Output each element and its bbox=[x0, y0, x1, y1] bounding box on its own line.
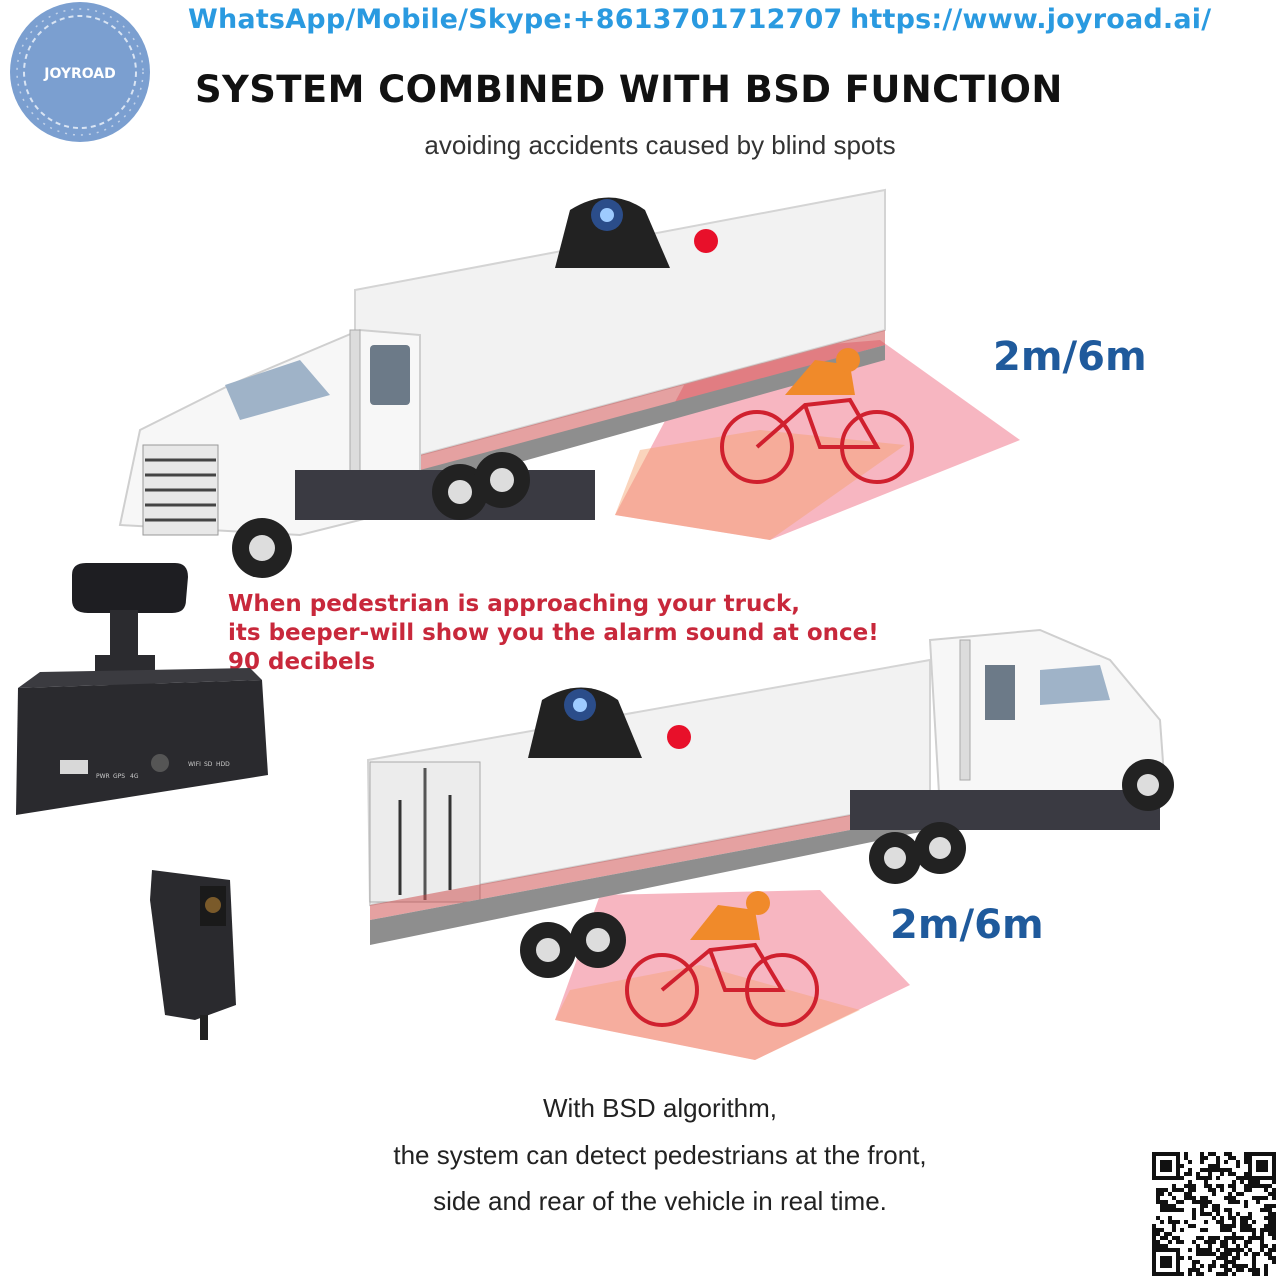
dvr-label-wifi: WIFI bbox=[188, 761, 201, 768]
alert-line-2: its beeper-will show you the alarm sound… bbox=[228, 620, 879, 646]
alert-line-1: When pedestrian is approaching your truc… bbox=[228, 591, 800, 617]
top-distance-label: 2m/6m bbox=[993, 334, 1147, 380]
top-red-dot bbox=[694, 229, 718, 253]
bottom-detection-zone bbox=[555, 890, 910, 1060]
mobile-dvr-device: PWR GPS 4G WIFI SD HDD bbox=[16, 668, 268, 815]
joyroad-logo: JOYROAD bbox=[10, 2, 150, 142]
logo-text: JOYROAD bbox=[43, 66, 116, 82]
dvr-label-gps: GPS bbox=[113, 773, 125, 780]
bottom-distance-label: 2m/6m bbox=[890, 902, 1044, 948]
alert-text: When pedestrian is approaching your truc… bbox=[228, 590, 879, 677]
footer-line-1: With BSD algorithm, bbox=[542, 1093, 778, 1123]
website-link[interactable]: https://www.joyroad.ai/ bbox=[850, 4, 1212, 35]
bottom-wheels bbox=[520, 759, 1174, 978]
top-cyclist bbox=[720, 397, 914, 484]
contact-phone: WhatsApp/Mobile/Skype:+8613701712707 bbox=[188, 4, 843, 35]
top-grille bbox=[142, 444, 219, 536]
dvr-label-sd: SD bbox=[204, 761, 213, 768]
page-title: SYSTEM COMBINED WITH BSD FUNCTION bbox=[195, 68, 1063, 111]
dvr-label-4g: 4G bbox=[130, 773, 139, 780]
bottom-red-dot bbox=[667, 725, 691, 749]
top-truck-scene bbox=[118, 188, 1020, 578]
qr-code[interactable] bbox=[1152, 1152, 1276, 1276]
footer-line-2: the system can detect pedestrians at the… bbox=[393, 1140, 927, 1170]
top-camera bbox=[555, 197, 670, 268]
footer-line-3: side and rear of the vehicle in real tim… bbox=[433, 1186, 887, 1216]
bottom-truck-scene bbox=[366, 628, 1174, 1060]
bottom-cyclist bbox=[625, 942, 819, 1027]
dvr-label-pwr: PWR bbox=[96, 773, 110, 780]
top-wheels bbox=[232, 452, 530, 578]
side-camera-device bbox=[150, 870, 236, 1040]
dvr-label-hdd: HDD bbox=[216, 761, 230, 768]
bottom-camera bbox=[528, 687, 642, 758]
page-subtitle: avoiding accidents caused by blind spots bbox=[424, 130, 896, 160]
